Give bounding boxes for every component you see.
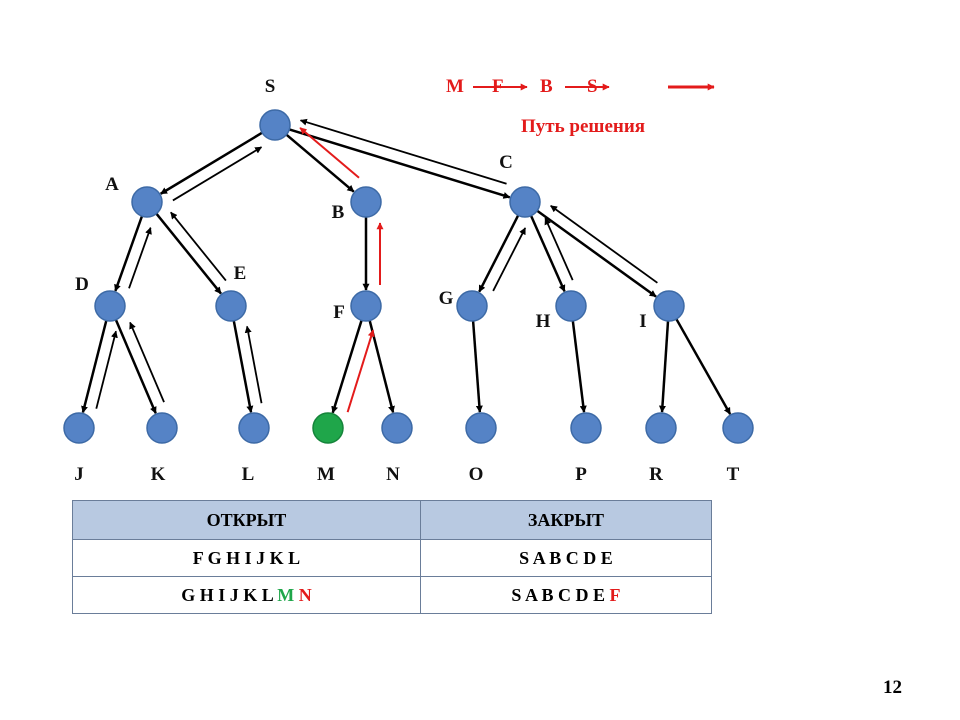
path-node-1: M [446, 76, 464, 97]
cell-text-part: F [609, 584, 621, 605]
node-label-K: K [151, 464, 166, 485]
solution-path-arrows [299, 127, 384, 413]
node-N [381, 412, 413, 444]
node-label-C: C [499, 152, 513, 173]
edge-D-K [114, 319, 157, 414]
node-J [63, 412, 95, 444]
table-header-row: ОТКРЫТ ЗАКРЫТ [72, 500, 713, 540]
node-G [456, 290, 488, 322]
edge-E-L [232, 320, 254, 413]
backtrack-arrow-A-S [172, 146, 263, 202]
edge-C-I [536, 209, 657, 298]
node-label-F: F [333, 302, 345, 323]
open-list-header: ОТКРЫТ [72, 500, 421, 540]
backtrack-arrow-D-A [128, 227, 152, 289]
solution-arrow-B-S [299, 127, 360, 179]
closed-list-cell: S A B C D E [419, 539, 713, 577]
backtrack-arrow-J-D [95, 330, 118, 409]
node-labels: S A B C D E F G H I J K L M N O P R T [74, 76, 739, 485]
path-node-3: B [540, 76, 553, 97]
node-label-T: T [727, 464, 740, 485]
cell-text-part: F G H I J K L [192, 547, 301, 568]
node-label-L: L [242, 464, 255, 485]
edge-C-H [529, 215, 566, 293]
node-label-S: S [265, 76, 276, 97]
edge-A-D [114, 215, 144, 292]
table-row: G H I J K L M N S A B C D E F [72, 576, 713, 614]
backtrack-arrow-C-S [299, 118, 507, 185]
node-A [131, 186, 163, 218]
node-label-A: A [105, 174, 119, 195]
edge-G-O [471, 320, 483, 413]
open-closed-table: ОТКРЫТ ЗАКРЫТ F G H I J K L S A B C D E … [72, 500, 713, 614]
edge-I-R [658, 320, 670, 413]
node-D [94, 290, 126, 322]
closed-list-cell: S A B C D E F [419, 576, 713, 614]
cell-text-part: N [298, 584, 312, 605]
node-E [215, 290, 247, 322]
node-label-H: H [536, 311, 551, 332]
edge-A-E [155, 212, 222, 295]
node-label-P: P [575, 464, 587, 485]
edge-D-J [81, 320, 108, 414]
cell-text-part: M [277, 584, 295, 605]
node-H [555, 290, 587, 322]
backtrack-arrow-H-C [544, 217, 574, 281]
node-P [570, 412, 602, 444]
node-label-D: D [75, 274, 89, 295]
node-O [465, 412, 497, 444]
node-label-N: N [386, 464, 400, 485]
edge-F-N [368, 320, 395, 414]
node-K [146, 412, 178, 444]
edge-C-G [478, 214, 520, 293]
tree-edges [81, 128, 732, 415]
backtrack-arrows [95, 118, 658, 409]
open-list-cell: F G H I J K L [72, 539, 421, 577]
node-S [259, 109, 291, 141]
cell-text-part: S A B C D E [519, 547, 613, 568]
node-I [653, 290, 685, 322]
backtrack-arrow-K-D [129, 321, 165, 403]
tree-nodes [63, 109, 754, 444]
node-F [350, 290, 382, 322]
backtrack-arrow-E-A [170, 211, 227, 282]
closed-list-header: ЗАКРЫТ [419, 500, 713, 540]
goal-node-M [312, 412, 344, 444]
node-label-M: M [317, 464, 335, 485]
node-label-R: R [649, 464, 663, 485]
edge-S-A [160, 131, 263, 195]
solution-arrow-M-F [346, 329, 375, 413]
edge-H-P [571, 320, 587, 413]
edge-S-C [288, 128, 511, 199]
node-label-E: E [234, 263, 247, 284]
node-B [350, 186, 382, 218]
edge-I-T [675, 318, 732, 415]
node-R [645, 412, 677, 444]
edge-S-B [285, 133, 355, 193]
node-label-J: J [74, 464, 84, 485]
backtrack-arrow-I-C [550, 205, 658, 284]
node-label-O: O [469, 464, 484, 485]
table-row: F G H I J K L S A B C D E [72, 539, 713, 577]
open-list-cell: G H I J K L M N [72, 576, 421, 614]
edge-F-M [331, 319, 363, 414]
node-label-I: I [639, 311, 646, 332]
cell-text-part: S A B C D E [511, 584, 610, 605]
node-T [722, 412, 754, 444]
backtrack-arrow-L-E [244, 325, 263, 404]
node-L [238, 412, 270, 444]
slide-number: 12 [883, 677, 902, 698]
node-C [509, 186, 541, 218]
backtrack-arrow-G-C [492, 227, 527, 292]
node-label-B: B [332, 202, 345, 223]
solution-path-caption: Путь решения [521, 116, 645, 137]
cell-text-part: G H I J K L [181, 584, 278, 605]
node-label-G: G [439, 288, 454, 309]
solution-path-legend: M F B S Путь решения [446, 76, 715, 137]
